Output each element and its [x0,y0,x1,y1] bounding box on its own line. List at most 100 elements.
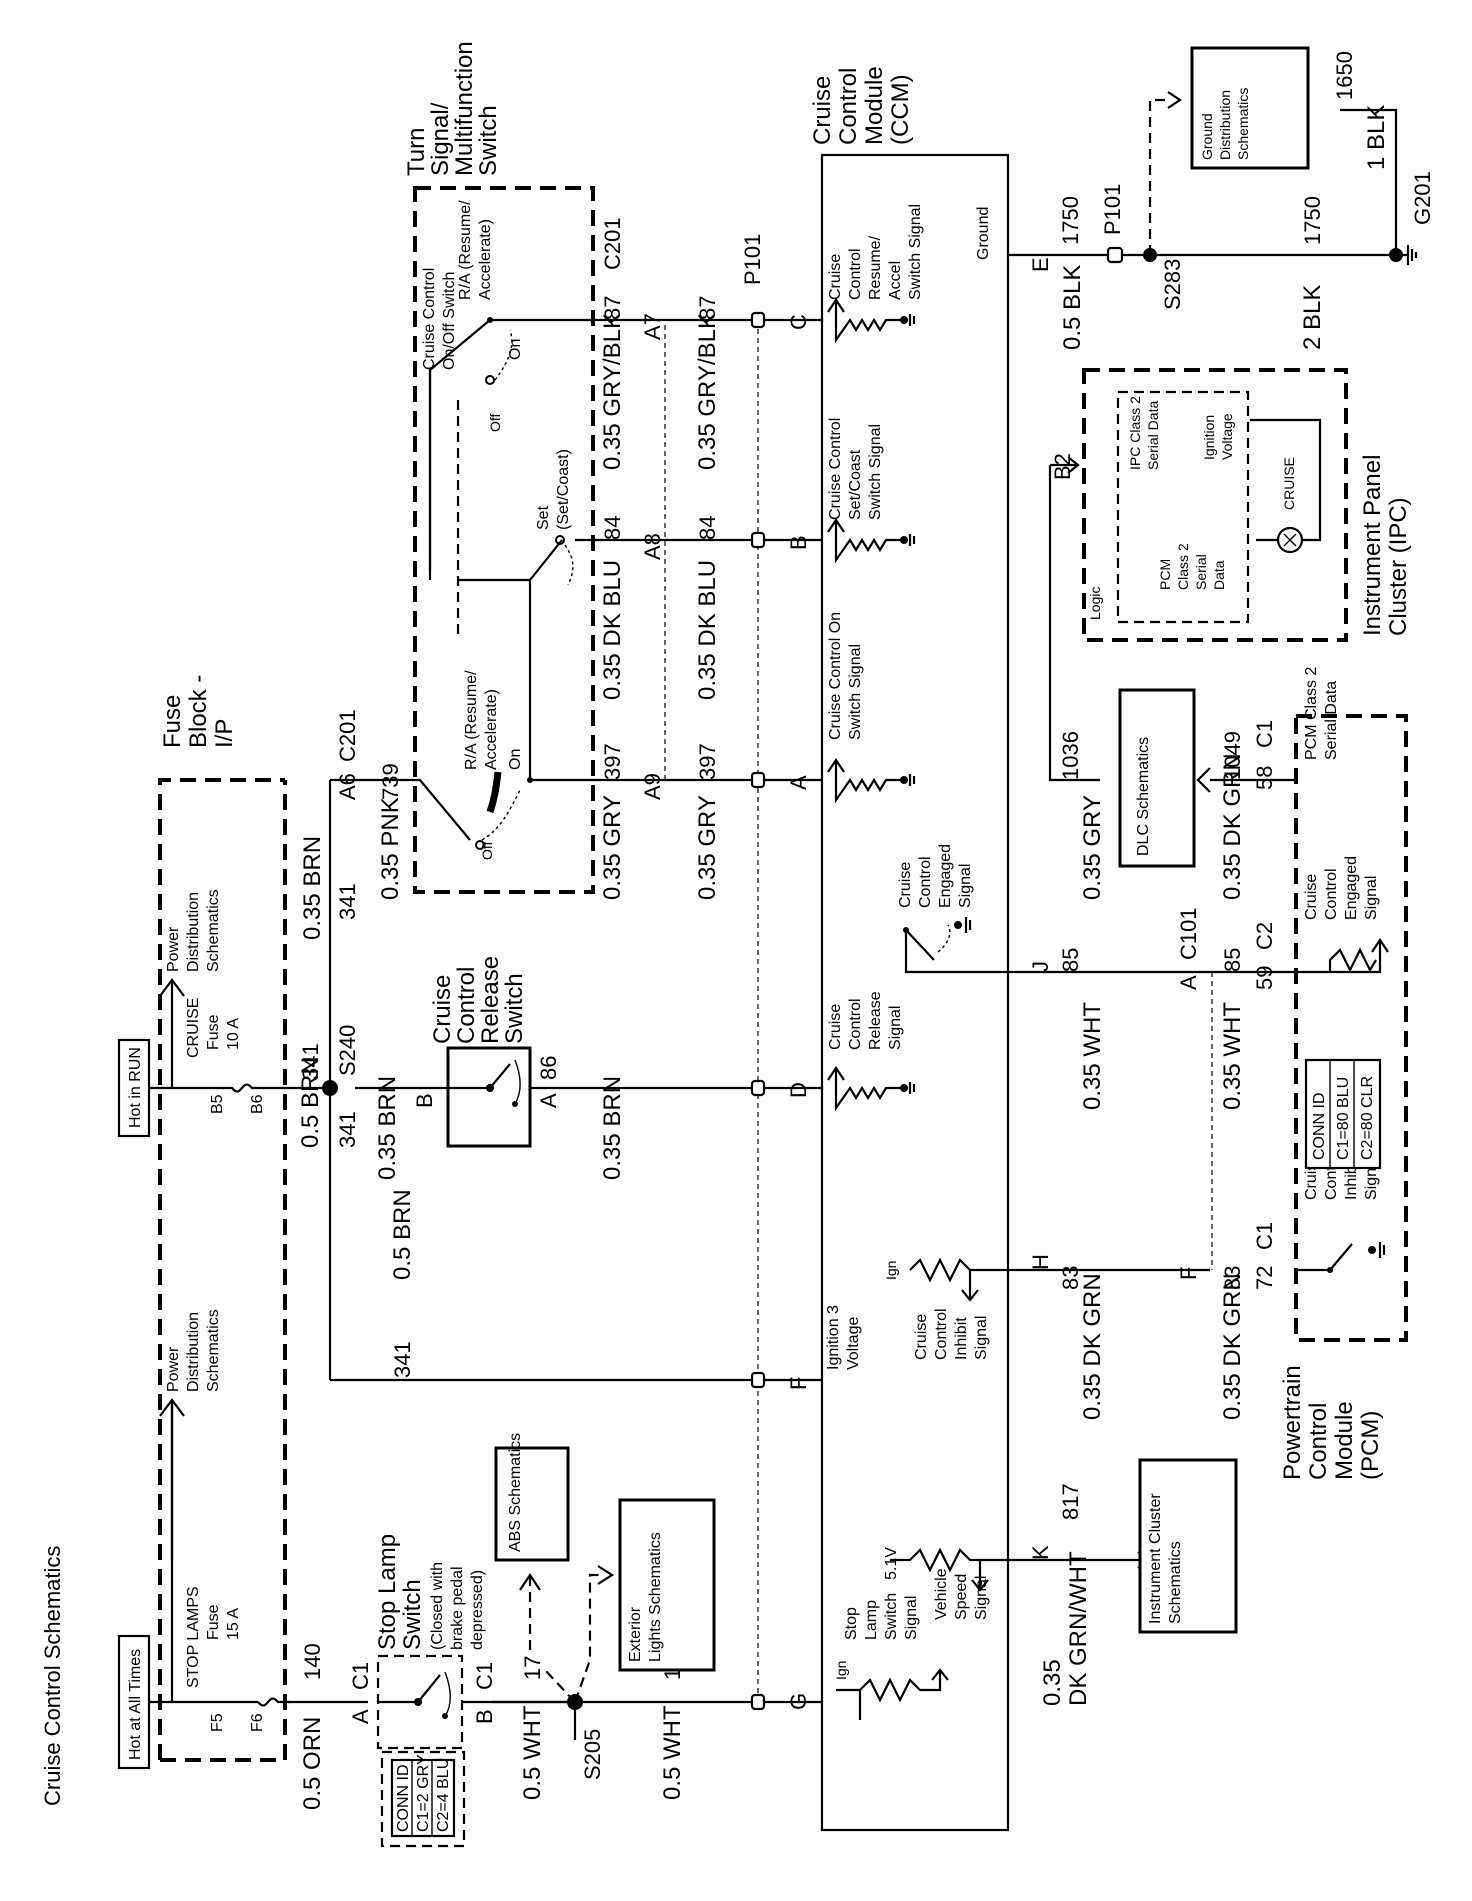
fuse-block-label-2: Block - [185,675,212,748]
svg-text:Class 2: Class 2 [1175,543,1191,590]
svg-text:Ground: Ground [1199,113,1215,160]
powertrain-control-module: Powertrain Control Module (PCM) Cruise C… [1279,667,1408,1480]
svg-text:84: 84 [695,516,720,540]
svg-text:Control: Control [835,68,862,145]
svg-text:Serial Data: Serial Data [1145,401,1161,470]
svg-text:397: 397 [600,743,625,780]
svg-text:Switch: Switch [399,1579,426,1650]
svg-text:Instrument Cluster: Instrument Cluster [1147,1493,1164,1624]
hot-in-run-label: Hot in RUN [127,1047,144,1128]
svg-text:P101: P101 [1100,184,1125,235]
svg-text:Cruise: Cruise [429,975,456,1044]
svg-text:Turn: Turn [403,128,430,176]
svg-text:G201: G201 [1410,171,1435,225]
svg-text:Distribution: Distribution [185,892,202,972]
svg-text:Lights Schematics: Lights Schematics [647,1532,664,1662]
svg-text:C201: C201 [600,217,625,270]
svg-text:397: 397 [695,743,720,780]
svg-text:Speed: Speed [953,1574,970,1620]
ccm-input-resistors [827,298,916,1112]
svg-text:87: 87 [600,296,625,320]
svg-text:Exterior: Exterior [627,1606,644,1662]
svg-text:C2=4 BLU: C2=4 BLU [435,1758,452,1832]
svg-text:Lamp: Lamp [863,1600,880,1640]
svg-text:Switch: Switch [475,105,502,176]
svg-text:Cruise: Cruise [1303,874,1320,920]
svg-text:83: 83 [1220,1266,1245,1290]
svg-text:Cruise Control On: Cruise Control On [827,612,844,740]
svg-text:Vehicle: Vehicle [933,1568,950,1620]
svg-text:H: H [1028,1254,1053,1270]
svg-text:C101: C101 [1176,907,1201,960]
svg-text:R/A (Resume/: R/A (Resume/ [457,200,474,300]
svg-text:85: 85 [1058,948,1083,972]
svg-text:85: 85 [1220,948,1245,972]
svg-text:0.35 PNK: 0.35 PNK [377,797,404,900]
svg-text:P101: P101 [740,234,765,285]
svg-text:Control: Control [847,248,864,300]
svg-text:Control: Control [933,1308,950,1360]
svg-text:Voltage: Voltage [845,1317,862,1370]
svg-text:140: 140 [300,1643,325,1680]
svg-text:Ground: Ground [975,207,992,260]
exterior-lights-ref: Exterior Lights Schematics [618,1498,716,1672]
svg-text:K: K [1028,1545,1053,1560]
svg-text:Accelerate): Accelerate) [477,219,494,300]
abs-schematics-ref: ABS Schematics [494,1433,570,1562]
svg-text:0.35 GRY/BLK: 0.35 GRY/BLK [694,313,721,470]
svg-text:739: 739 [378,763,403,800]
svg-text:341: 341 [390,1341,415,1378]
svg-text:Engaged: Engaged [937,844,954,908]
svg-text:B: B [472,1709,497,1724]
svg-text:PCM: PCM [1157,559,1173,590]
svg-text:Resume/: Resume/ [867,235,884,300]
svg-text:Ign: Ign [833,1661,849,1680]
svg-text:Signal: Signal [973,1576,990,1620]
svg-text:STOP LAMPS: STOP LAMPS [185,1586,202,1688]
svg-text:Powertrain: Powertrain [1279,1365,1306,1480]
svg-text:C1: C1 [348,1662,373,1690]
svg-text:Schematics: Schematics [205,1309,222,1392]
svg-text:C1=2 GRY: C1=2 GRY [415,1754,432,1832]
svg-text:Schematics: Schematics [1235,88,1251,160]
svg-text:Cruise: Cruise [913,1314,930,1360]
svg-text:86: 86 [536,1056,561,1080]
svg-text:S283: S283 [1160,259,1185,310]
svg-text:0.35 DK GRN: 0.35 DK GRN [1219,1273,1246,1420]
svg-text:Inhibit: Inhibit [953,1317,970,1360]
svg-text:A7: A7 [640,313,665,340]
svg-text:On: On [507,749,524,770]
svg-text:72: 72 [1252,1266,1277,1290]
svg-text:CRUISE: CRUISE [1281,457,1297,510]
svg-text:DLC Schematics: DLC Schematics [1135,737,1152,856]
svg-text:Control: Control [917,856,934,908]
svg-text:341: 341 [335,883,360,920]
svg-text:Switch Signal: Switch Signal [907,204,924,300]
svg-text:Off: Off [479,841,495,860]
inhibit-circuit: 83 0.35 DK GRN F 83 0.35 DK GRN 72 C1 [1008,1222,1277,1420]
hot-at-all-times: Hot at All Times Power Distribution Sche… [117,1309,222,1770]
svg-text:Schematics: Schematics [1167,1541,1184,1624]
svg-text:(PCM): (PCM) [1357,1411,1384,1480]
svg-text:On/Off Switch: On/Off Switch [441,272,458,370]
svg-text:Voltage: Voltage [1219,413,1235,460]
ground-circuit: 1750 0.5 BLK P101 S283 1750 2 BLK G201 1… [1008,46,1435,350]
svg-text:CONN ID: CONN ID [1311,1092,1328,1160]
svg-text:0.5 WHT: 0.5 WHT [519,1705,546,1800]
svg-text:E: E [1028,257,1053,272]
svg-text:S205: S205 [580,1729,605,1780]
svg-text:0.35 GRY: 0.35 GRY [599,795,626,900]
svg-text:Switch Signal: Switch Signal [847,644,864,740]
svg-text:C1: C1 [1252,720,1277,748]
brn-feed: 0.5 BRN 341 S240 341 0.35 BRN 0.35 BRN 3… [285,780,758,1382]
svg-text:1750: 1750 [1058,196,1083,245]
stop-lamps-fuse: STOP LAMPS Fuse 15 A F5 F6 [172,1586,290,1732]
svg-text:B5: B5 [209,1094,226,1114]
svg-text:0.5 BLK: 0.5 BLK [1059,265,1086,350]
svg-text:Stop: Stop [843,1607,860,1640]
svg-text:0.35 DK GRN: 0.35 DK GRN [1219,753,1246,900]
svg-text:Release: Release [867,991,884,1050]
fuse-block: Fuse Block - I/P [158,675,287,1762]
svg-text:F5: F5 [209,1713,226,1732]
